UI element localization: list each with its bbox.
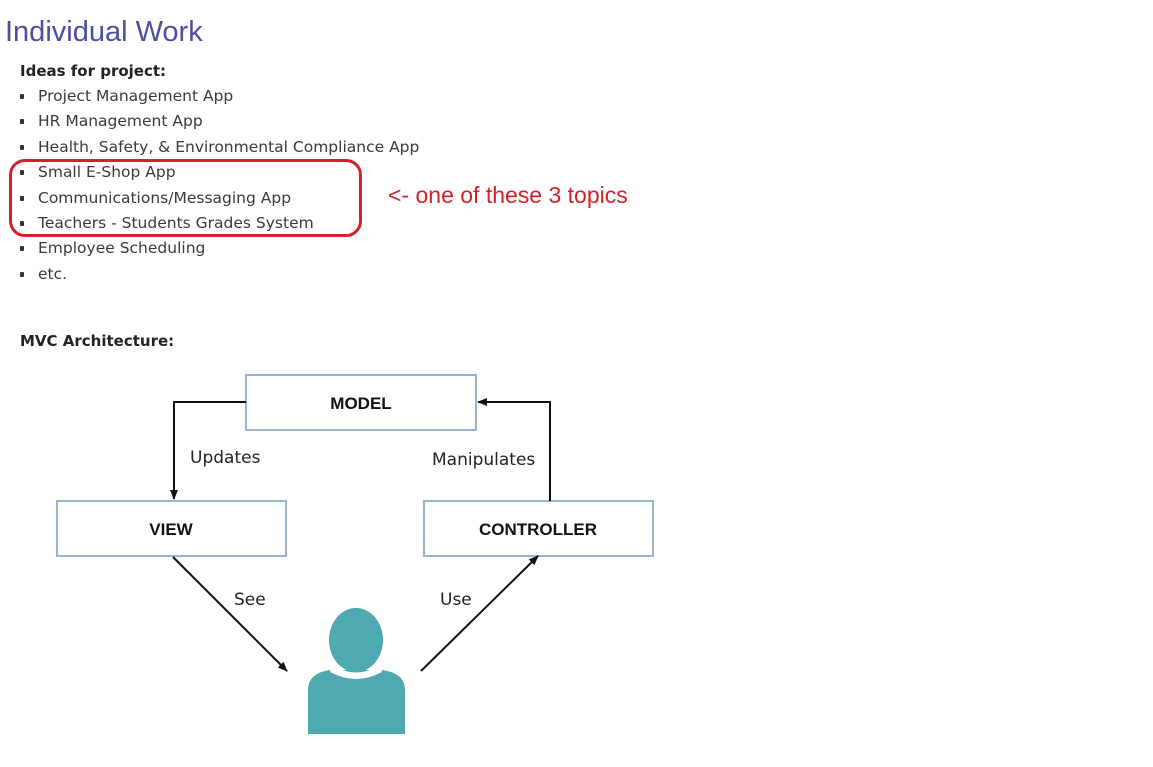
list-item-text: HR Management App [38, 112, 203, 131]
mvc-heading: MVC Architecture: [20, 332, 175, 350]
model-box-label: MODEL [330, 394, 391, 413]
controller-box: CONTROLLER [423, 500, 654, 557]
list-item-text: Health, Safety, & Environmental Complian… [38, 137, 420, 156]
ideas-heading: Ideas for project: [20, 62, 167, 80]
updates-label: Updates [190, 448, 261, 468]
bullet-icon [20, 271, 24, 277]
manipulates-label: Manipulates [432, 450, 535, 470]
bullet-icon [20, 246, 24, 252]
bullet-icon [20, 119, 24, 125]
controller-box-label: CONTROLLER [479, 520, 597, 539]
view-box-label: VIEW [149, 520, 193, 539]
see-label: See [234, 590, 266, 610]
use-arrow [420, 555, 539, 672]
user-icon [308, 608, 405, 734]
list-item: etc. [20, 262, 419, 287]
list-item-text: Employee Scheduling [38, 239, 206, 258]
list-item: Communications/Messaging App [20, 186, 419, 211]
highlight-box [9, 159, 362, 237]
ideas-list: Project Management App HR Management App… [20, 84, 419, 287]
list-item: Project Management App [20, 84, 419, 109]
list-item: Employee Scheduling [20, 236, 419, 261]
annotation-text: <- one of these 3 topics [388, 182, 628, 208]
list-item-text: Small E-Shop App [38, 163, 176, 182]
list-item: HR Management App [20, 109, 419, 134]
list-item: Health, Safety, & Environmental Complian… [20, 135, 419, 160]
use-label: Use [440, 590, 472, 610]
bullet-icon [20, 144, 24, 150]
updates-arrow [170, 401, 246, 500]
model-box: MODEL [245, 374, 477, 431]
manipulates-arrow [477, 398, 551, 501]
list-item-text: Project Management App [38, 87, 234, 105]
list-item-text: Communications/Messaging App [38, 188, 292, 207]
view-box: VIEW [56, 500, 287, 557]
bullet-icon [20, 94, 24, 99]
list-item-text: Teachers - Students Grades System [38, 213, 314, 232]
mvc-diagram: MODEL VIEW CONTROLLER Updates Manipulate… [56, 374, 654, 734]
see-arrow [172, 556, 288, 672]
page-title: Individual Work [5, 16, 203, 48]
list-item-text: etc. [38, 264, 68, 283]
bullet-icon [20, 195, 24, 201]
